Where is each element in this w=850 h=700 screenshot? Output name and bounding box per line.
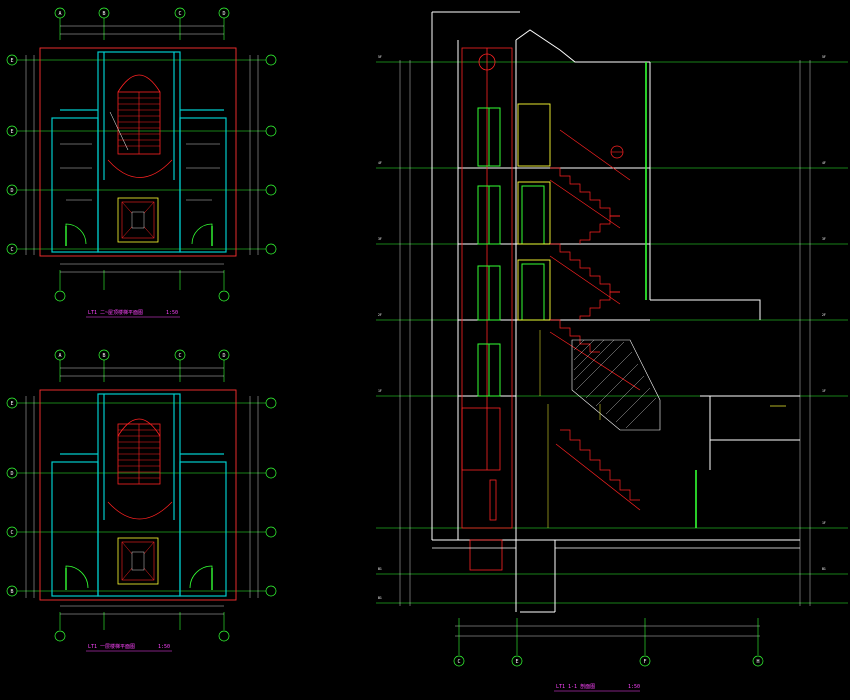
section-right-level-tags: 5F 4F 3F 2F 1F 1F B1 bbox=[822, 55, 826, 571]
section-level-tag: 3F bbox=[378, 237, 382, 241]
plan-bottom-elevator bbox=[117, 537, 159, 585]
plan-bottom-stair bbox=[107, 418, 173, 520]
section-level-tag: 5F bbox=[378, 55, 382, 59]
plan-bottom-title: LT1 一层楼梯平面图 bbox=[88, 643, 135, 650]
section-col-label: H bbox=[756, 659, 759, 665]
section-level-tag: 1F bbox=[822, 389, 826, 393]
plan-bottom-row-label: B bbox=[10, 589, 13, 595]
plan-bottom-col-label: C bbox=[178, 353, 181, 359]
section-left-level-tags: 5F 4F 3F 2F 1F B1 B1 bbox=[378, 55, 382, 600]
stair-section-1-1: 5F 4F 3F 2F 1F B1 B1 5F 4F 3F 2F 1F 1F B… bbox=[376, 11, 848, 692]
section-dims-inner bbox=[539, 330, 601, 528]
plan-top-elevator bbox=[117, 197, 159, 243]
section-level-tag: 5F bbox=[822, 55, 826, 59]
section-level-tag: 1F bbox=[378, 389, 382, 393]
plan-top-row-label: C bbox=[10, 247, 13, 253]
plan-top-title: LT1 二~屋顶楼梯平面图 bbox=[88, 309, 143, 316]
plan-top-annotation-marks bbox=[60, 143, 220, 201]
plan-bottom-doors bbox=[65, 565, 213, 590]
plan-top-outline bbox=[39, 47, 237, 257]
plan-bottom-row-label: E bbox=[10, 401, 13, 407]
section-scale: 1:50 bbox=[628, 684, 640, 690]
plan-top-axis-rows bbox=[17, 55, 266, 255]
section-walls bbox=[431, 11, 800, 613]
section-level-tag: B1 bbox=[822, 567, 826, 571]
section-stair-flights bbox=[549, 129, 641, 511]
plan-bottom-walls bbox=[51, 393, 227, 597]
section-col-label: C bbox=[457, 659, 460, 665]
section-level-tag: 1F bbox=[822, 521, 826, 525]
section-level-tag: 4F bbox=[378, 161, 382, 165]
section-elevator-shaft bbox=[461, 47, 513, 571]
section-foundation bbox=[432, 405, 800, 549]
plan-top-axis-columns bbox=[59, 18, 225, 290]
plan-bottom-axis-rows bbox=[17, 396, 266, 598]
plan-bottom-axis-columns bbox=[59, 360, 225, 630]
section-hatched-stair bbox=[571, 339, 661, 431]
plan-top-col-label: D bbox=[222, 11, 225, 17]
plan-top-row-label: D bbox=[10, 188, 13, 194]
plan-top-col-bubbles: A B C D bbox=[54, 7, 230, 302]
stair-plan-ground: A B C D E D C B bbox=[6, 349, 277, 652]
plan-bottom-scale: 1:50 bbox=[158, 644, 170, 650]
section-level-lines bbox=[376, 61, 848, 604]
plan-bottom-col-bubbles: A B C D bbox=[54, 349, 230, 642]
section-level-tag: B1 bbox=[378, 596, 382, 600]
section-title: LT1 1-1 剖面图 bbox=[556, 683, 595, 690]
plan-top-scale: 1:50 bbox=[166, 310, 178, 316]
section-level-tag: 3F bbox=[822, 237, 826, 241]
stair-plan-upper: A B C D E E D C bbox=[6, 7, 277, 318]
section-level-tag: 2F bbox=[822, 313, 826, 317]
plan-bottom-col-label: B bbox=[102, 353, 105, 359]
section-col-label: E bbox=[515, 659, 518, 665]
section-col-label: F bbox=[643, 659, 646, 665]
plan-top-col-label: A bbox=[58, 11, 61, 17]
plan-top-row-label: E bbox=[10, 58, 13, 64]
plan-bottom-col-label: A bbox=[58, 353, 61, 359]
plan-top-row-label: E bbox=[10, 129, 13, 135]
section-col-bubbles: C E F H bbox=[453, 618, 764, 667]
plan-bottom-col-label: D bbox=[222, 353, 225, 359]
plan-top-col-label: B bbox=[102, 11, 105, 17]
section-windows bbox=[517, 103, 551, 321]
section-level-tag: B1 bbox=[378, 567, 382, 571]
section-level-tag: 2F bbox=[378, 313, 382, 317]
plan-bottom-row-label: D bbox=[10, 471, 13, 477]
plan-bottom-outline bbox=[39, 389, 237, 601]
section-detail-marker bbox=[610, 145, 624, 159]
plan-top-doors bbox=[65, 223, 213, 246]
plan-bottom-row-label: C bbox=[10, 530, 13, 536]
section-level-tag: 4F bbox=[822, 161, 826, 165]
plan-top-stair bbox=[107, 74, 173, 178]
section-doors bbox=[477, 62, 697, 528]
plan-top-col-label: C bbox=[178, 11, 181, 17]
section-dim-lines bbox=[399, 60, 811, 637]
plan-top-walls bbox=[51, 51, 227, 253]
